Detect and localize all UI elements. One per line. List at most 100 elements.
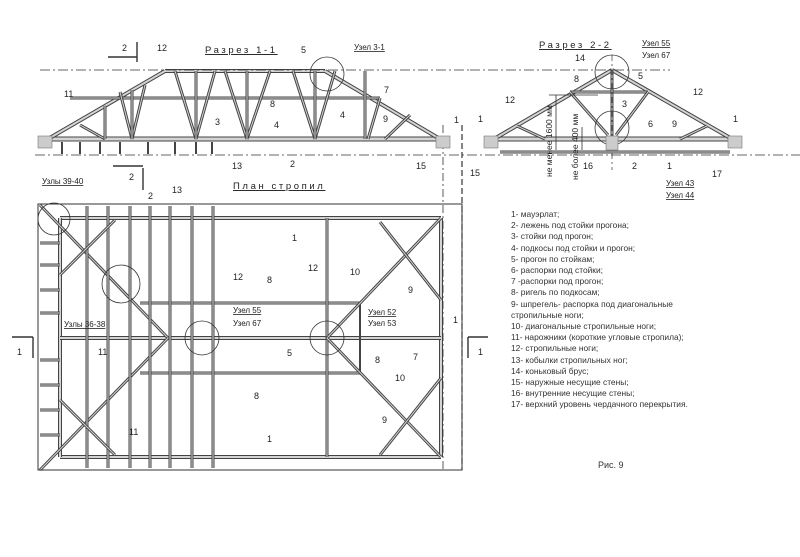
label: 12	[157, 43, 167, 53]
structural-member	[384, 114, 411, 140]
legend-item: 8- ригель по подкосам;	[511, 287, 600, 298]
structural-member	[379, 377, 442, 456]
node-circle	[37, 202, 71, 236]
structural-member	[326, 337, 442, 458]
structural-member	[569, 91, 609, 136]
label: 8	[267, 275, 272, 285]
node-label: Узлы 36-38	[64, 320, 106, 329]
legend-item: 7 -распорки под прогон;	[511, 276, 604, 287]
structural-member	[59, 219, 116, 276]
label: 10	[350, 267, 360, 277]
label: 9	[408, 285, 413, 295]
label: 5	[301, 45, 306, 55]
figure-caption: Рис. 9	[598, 460, 624, 470]
node-circle	[184, 320, 220, 356]
structural-member	[516, 125, 546, 140]
label: 1	[667, 161, 672, 171]
legend-item: 4- подкосы под стойки и прогон;	[511, 242, 636, 253]
label: 2	[290, 159, 295, 169]
legend-item: 6- распорки под стойки;	[511, 265, 603, 276]
label: 5	[287, 348, 292, 358]
label: 5	[638, 71, 643, 81]
structural-member	[195, 70, 216, 140]
legend-item: 15- наружные несущие стены;	[511, 377, 629, 388]
label: 15	[470, 168, 480, 178]
wall-block	[605, 135, 619, 151]
legend: 1- мауэрлат;2- лежень под стойки прогона…	[511, 209, 688, 411]
label: 1	[478, 114, 483, 124]
node-label: Узел 55	[233, 306, 262, 315]
section-cut-mark	[467, 336, 488, 358]
node-circle	[594, 54, 630, 90]
section-cut-mark	[12, 336, 34, 358]
structural-member	[39, 337, 169, 471]
label: 8	[574, 74, 579, 84]
label: 11	[64, 89, 73, 99]
wall-block	[727, 135, 743, 149]
structural-member	[292, 70, 316, 140]
label: 10	[395, 373, 405, 383]
label: 9	[383, 114, 388, 124]
label: 1	[17, 347, 22, 357]
node-circle	[101, 264, 141, 304]
node-label: Узел 3-1	[354, 43, 385, 52]
node-circle	[309, 320, 345, 356]
label: 1	[454, 115, 459, 125]
wall-block	[37, 135, 53, 149]
node-label: Узел 43	[666, 179, 695, 188]
wall-block	[435, 135, 451, 149]
node-label: Узлы 39-40	[42, 177, 84, 186]
legend-item: 5- прогон по стойкам;	[511, 253, 595, 264]
node-circle	[309, 56, 345, 92]
label: 2	[148, 191, 153, 201]
structural-member	[493, 69, 613, 140]
structural-member	[379, 221, 442, 301]
section-1-1-title: Разрез 1-1	[205, 45, 278, 56]
label: 3	[622, 99, 627, 109]
plan-title: План стропил	[233, 181, 325, 192]
dimension-line	[549, 94, 598, 150]
structural-member	[39, 204, 169, 339]
label: 11	[129, 427, 138, 437]
label: 9	[672, 119, 677, 129]
legend-item: 14- коньковый брус;	[511, 365, 589, 376]
plan-outline	[37, 203, 463, 471]
structural-member	[174, 70, 197, 140]
label: 12	[505, 95, 515, 105]
label: 17	[712, 169, 722, 179]
node-label: Узел 55	[642, 39, 671, 48]
wall-block	[483, 135, 499, 149]
label: 14	[575, 53, 585, 63]
label: 13	[172, 185, 182, 195]
label: 7	[413, 352, 418, 362]
node-label: Узел 67	[642, 51, 671, 60]
structural-member	[314, 70, 336, 140]
label: 8	[254, 391, 259, 401]
structural-member	[47, 70, 166, 140]
label: 8	[270, 99, 275, 109]
dimension-label: не более 400 мм	[570, 114, 580, 180]
label: 15	[416, 161, 426, 171]
structural-member	[59, 399, 116, 456]
legend-item: 2- лежень под стойки прогона;	[511, 220, 629, 231]
legend-item: 12- стропильные ноги;	[511, 343, 599, 354]
structural-member	[326, 217, 442, 339]
dimension-label: не менее 1600 мм	[544, 105, 554, 177]
label: 4	[340, 110, 345, 120]
label: 7	[384, 85, 389, 95]
node-label: Узел 52	[368, 308, 397, 317]
legend-item: 17- верхний уровень чердачного перекрыти…	[511, 399, 688, 410]
legend-item: 1- мауэрлат;	[511, 209, 560, 219]
legend-item: стропильные ноги;	[511, 309, 584, 320]
structural-member	[615, 91, 649, 136]
label: 16	[583, 161, 593, 171]
label: 1	[453, 315, 458, 325]
label: 1	[267, 434, 272, 444]
structural-members	[38, 68, 733, 472]
label: 12	[693, 87, 703, 97]
legend-item: 16- внутренние несущие стены;	[511, 388, 635, 399]
node-label: Узел 53	[368, 319, 397, 328]
label: 13	[232, 161, 242, 171]
section-2-2-title: Разрез 2-2	[539, 40, 612, 51]
